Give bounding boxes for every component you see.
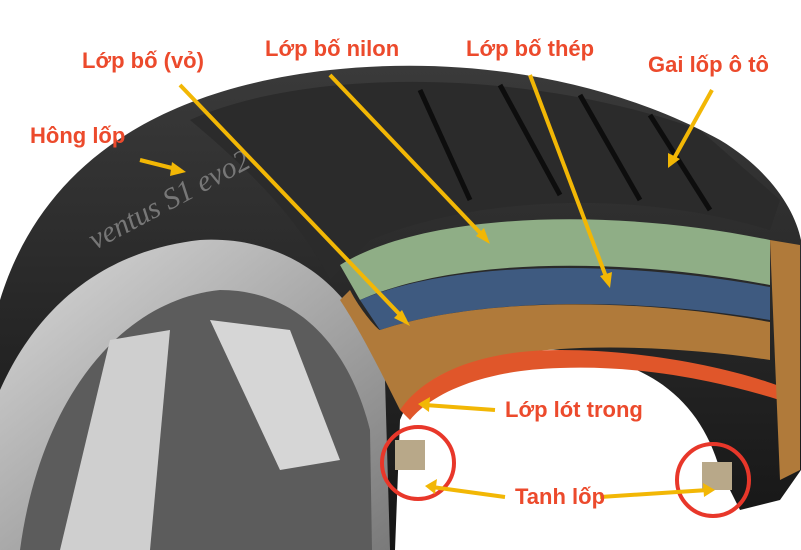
label-inner-liner: Lớp lót trong — [505, 397, 643, 422]
pointer-arrows — [139, 73, 714, 499]
label-steel-belt: Lớp bố thép — [466, 36, 595, 61]
bead-highlight-right — [675, 442, 751, 518]
arrow-inner-liner — [424, 403, 496, 412]
label-nylon-ply: Lớp bố nilon — [265, 36, 400, 61]
label-carcass-ply: Lớp bố (vỏ) — [82, 48, 204, 73]
label-tread: Gai lốp ô tô — [648, 52, 769, 77]
inner-liner-layer — [400, 350, 795, 420]
arrow-carcass-ply — [178, 83, 407, 322]
arrow-steel-belt — [528, 74, 610, 283]
label-bead: Tanh lốp — [515, 484, 606, 509]
bead-highlight-left — [380, 425, 456, 501]
tire-tread — [190, 81, 780, 280]
arrow-bead-right — [599, 488, 709, 499]
steel-belt-layer — [360, 267, 770, 330]
carcass-ply-layer — [340, 290, 770, 410]
arrow-nylon-ply — [328, 73, 487, 240]
arrow-tread — [670, 89, 714, 163]
arrow-bead-left — [431, 485, 506, 499]
tread-grooves — [417, 83, 713, 212]
label-sidewall: Hông lốp — [30, 123, 126, 148]
nylon-ply-layer — [340, 219, 770, 300]
